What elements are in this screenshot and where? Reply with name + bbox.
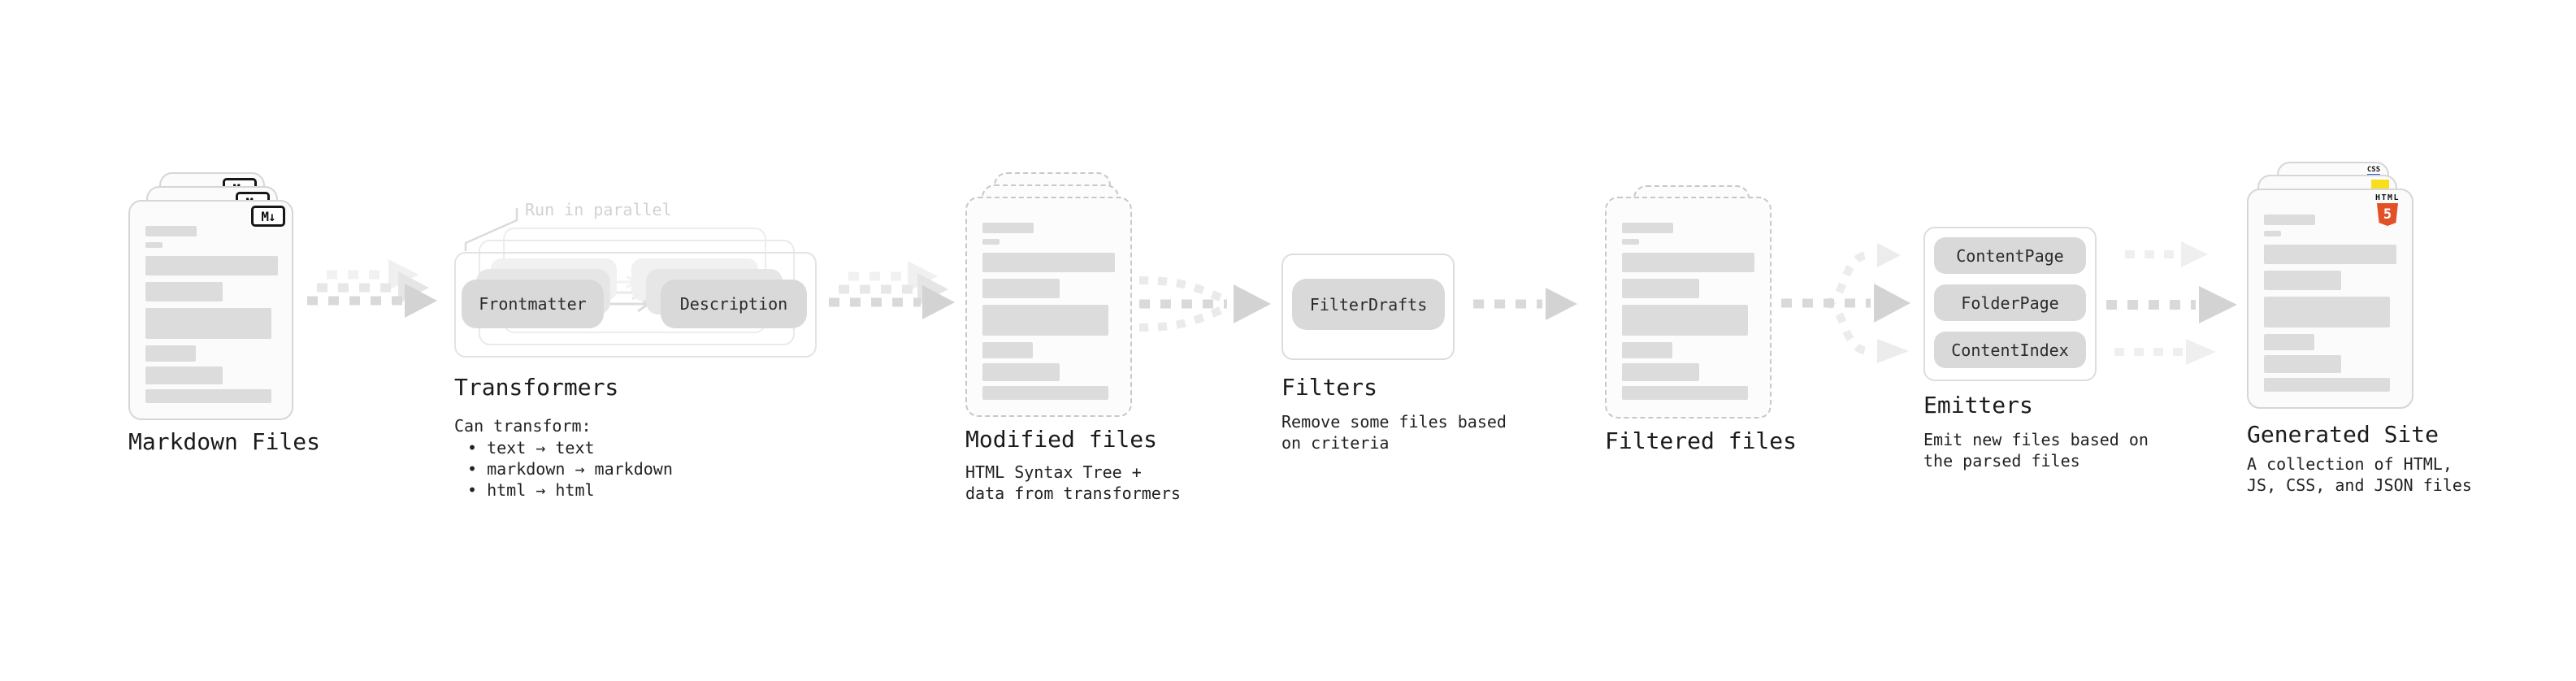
filtered-files-title: Filtered files — [1605, 427, 1798, 454]
modified-files-desc: HTML Syntax Tree + data from transformer… — [965, 462, 1181, 503]
run-in-parallel-connector — [464, 208, 518, 251]
transformers-bullet: • html → html — [467, 480, 595, 500]
run-in-parallel-label: Run in parallel — [525, 200, 672, 219]
transformers-bullet: • text → text — [467, 438, 595, 458]
markdown-icon: M↓ — [251, 206, 285, 227]
generated-site-desc: A collection of HTML, JS, CSS, and JSON … — [2247, 454, 2472, 495]
filters-title: Filters — [1281, 374, 1378, 401]
arrow-modified-to-filters-merge — [1138, 276, 1271, 332]
filterdrafts-pill: FilterDrafts — [1292, 279, 1445, 330]
filters-box — [1281, 254, 1455, 360]
generated-file-card-front: HTML 5 — [2247, 189, 2413, 409]
markdown-file-card-front: M↓ — [128, 200, 293, 420]
transformers-title: Transformers — [454, 374, 619, 401]
generated-site-title: Generated Site — [2247, 421, 2439, 448]
modified-files-title: Modified files — [965, 426, 1158, 453]
arrow-emitters-to-generated — [2106, 241, 2237, 365]
emitters-box — [1923, 227, 2097, 381]
js-icon — [2371, 180, 2389, 189]
modified-file-card-front — [965, 197, 1132, 417]
emitters-title: Emitters — [1923, 392, 2033, 419]
transformers-bullet: • markdown → markdown — [467, 459, 673, 479]
transformers-desc-intro: Can transform: — [454, 416, 592, 436]
arrow-transformers-to-modified — [829, 261, 955, 319]
arrow-markdown-to-transformers — [307, 259, 437, 318]
filtered-file-card-front — [1605, 197, 1772, 419]
arrow-filtered-to-emitters-split — [1781, 243, 1910, 363]
contentpage-pill: ContentPage — [1934, 237, 2086, 274]
folderpage-pill: FolderPage — [1934, 284, 2086, 321]
markdown-files-title: Markdown Files — [128, 428, 321, 455]
description-pill: Description — [661, 280, 807, 328]
filters-desc: Remove some files based on criteria — [1281, 412, 1507, 453]
frontmatter-pill: Frontmatter — [462, 280, 604, 328]
html5-icon: HTML 5 — [2368, 193, 2407, 226]
arrow-filters-to-filtered — [1473, 288, 1577, 320]
contentindex-pill: ContentIndex — [1934, 332, 2086, 368]
emitters-desc: Emit new files based on the parsed files — [1923, 430, 2149, 471]
transformer-box-front — [454, 252, 817, 358]
